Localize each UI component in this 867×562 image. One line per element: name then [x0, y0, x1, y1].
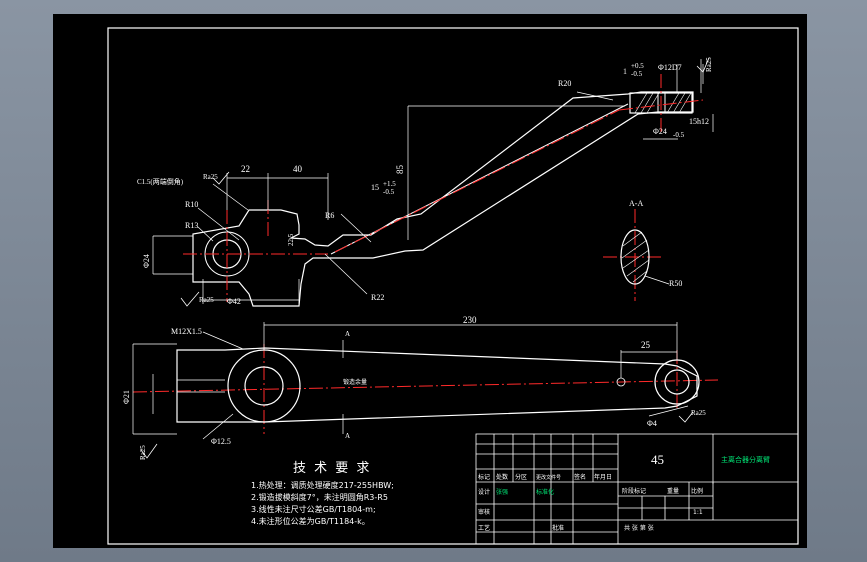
material: 45	[651, 452, 664, 467]
dim-phi24-left: Φ24	[142, 254, 151, 268]
dim-r13: R13	[185, 221, 198, 230]
dim-22: 22	[241, 164, 250, 174]
roughness-texts: Ra25 Ra25 Ra25 Ra25 Ra25	[139, 57, 713, 460]
title-block-texts: 45 主离合器分离臂 标记 处数 分区 更改文件号 签名 年月日 设计 张强 标…	[478, 452, 770, 532]
tol-top-a: 1	[623, 67, 627, 76]
dim-r50: R50	[669, 279, 682, 288]
svg-text:年月日: 年月日	[594, 473, 612, 481]
dim-22-5: 22.5	[287, 233, 295, 246]
dim-r20: R20	[558, 79, 571, 88]
dim-r6: R6	[325, 211, 334, 220]
dim-230: 230	[463, 315, 477, 325]
section-arrow-b: A	[345, 432, 350, 440]
dimension-texts: 22 40 85 230 25 1 +0.5 -0.5 Φ12D7 Φ24 -0…	[122, 62, 709, 446]
left-eye-hole	[244, 366, 284, 406]
dim-phi12-5: Φ12.5	[211, 437, 231, 446]
dim-85: 85	[395, 165, 405, 175]
tech-title: 技 术 要 求	[293, 461, 371, 476]
designer-name: 张强	[496, 488, 508, 496]
svg-text:共 张 第 张: 共 张 第 张	[624, 524, 654, 532]
cad-drawing: 22 40 85 230 25 1 +0.5 -0.5 Φ12D7 Φ24 -0…	[107, 27, 799, 545]
svg-text:Ra25: Ra25	[203, 173, 218, 181]
dim-phi12-top: Φ12D7	[658, 63, 682, 72]
dim-15h12: 15h12	[689, 117, 709, 126]
dim-m12: M12X1.5	[171, 327, 202, 336]
tech-requirements: 技 术 要 求 1.热处理：调质处理硬度217-255HBW; 2.锻造拔模斜度…	[251, 461, 394, 526]
svg-text:阶段标记: 阶段标记	[622, 487, 646, 495]
dim-phi21: Φ21	[122, 390, 131, 404]
svg-text:设计: 设计	[478, 488, 490, 496]
tol-mid-a: +1.5	[383, 180, 396, 188]
tol-mid-b: -0.5	[383, 188, 395, 196]
tech-item-1: 1.热处理：调质处理硬度217-255HBW;	[251, 480, 394, 490]
tech-item-4: 4.未注形位公差为GB/T1184-k。	[251, 516, 370, 526]
title-block	[475, 433, 799, 545]
tol-phi24: -0.5	[673, 131, 685, 139]
inner-border	[107, 27, 799, 545]
dim-phi24: Φ24	[653, 127, 667, 136]
dim-phi4: Φ4	[647, 419, 657, 428]
roughness-symbols	[140, 57, 710, 459]
dim-phi42: Φ42	[227, 297, 241, 306]
dim-r22: R22	[371, 293, 384, 302]
centerlines	[132, 74, 719, 434]
link-outline	[176, 347, 698, 423]
svg-text:处数: 处数	[496, 473, 508, 481]
section-arrow-a: A	[345, 330, 350, 338]
svg-text:Ra25: Ra25	[691, 409, 706, 417]
tol-top-d: -0.5	[631, 70, 643, 78]
svg-text:分区: 分区	[515, 473, 527, 481]
section-label: A-A	[629, 199, 643, 208]
svg-text:签名: 签名	[574, 473, 586, 481]
dimension-lines	[152, 59, 714, 304]
svg-text:标记: 标记	[478, 473, 490, 481]
section-center-text: 锻造余量	[343, 378, 367, 386]
drawing-name: 主离合器分离臂	[721, 455, 770, 464]
tol-top-c: +0.5	[631, 62, 644, 70]
svg-text:批准: 批准	[552, 524, 564, 532]
dim-chamfer: C1.5(两端倒角)	[137, 177, 184, 186]
dim-25: 25	[641, 340, 651, 350]
svg-text:工艺: 工艺	[478, 524, 490, 532]
section-aa	[620, 229, 670, 285]
svg-text:Ra25: Ra25	[199, 296, 214, 304]
dim-15-mid: 15	[371, 183, 379, 192]
drawing-sheet: 22 40 85 230 25 1 +0.5 -0.5 Φ12D7 Φ24 -0…	[53, 14, 807, 548]
dim-r10: R10	[185, 200, 198, 209]
svg-text:审核: 审核	[478, 508, 490, 516]
section-texts: A-A A A 锻造余量	[343, 199, 643, 440]
svg-text:Ra25: Ra25	[139, 445, 147, 460]
tech-item-3: 3.线性未注尺寸公差GB/T1804-m;	[251, 504, 376, 514]
svg-text:1:1: 1:1	[693, 509, 703, 516]
dim-40: 40	[293, 164, 303, 174]
svg-text:比例: 比例	[691, 487, 703, 495]
middle-dimensions	[132, 322, 689, 440]
right-eye-hole	[664, 369, 690, 395]
svg-text:标准化: 标准化	[536, 488, 554, 496]
svg-text:重量: 重量	[667, 487, 679, 495]
tech-item-2: 2.锻造拔模斜度7°，未注明圆角R3-R5	[251, 492, 388, 502]
svg-text:Ra25: Ra25	[705, 57, 713, 72]
svg-text:更改文件号: 更改文件号	[536, 474, 561, 481]
